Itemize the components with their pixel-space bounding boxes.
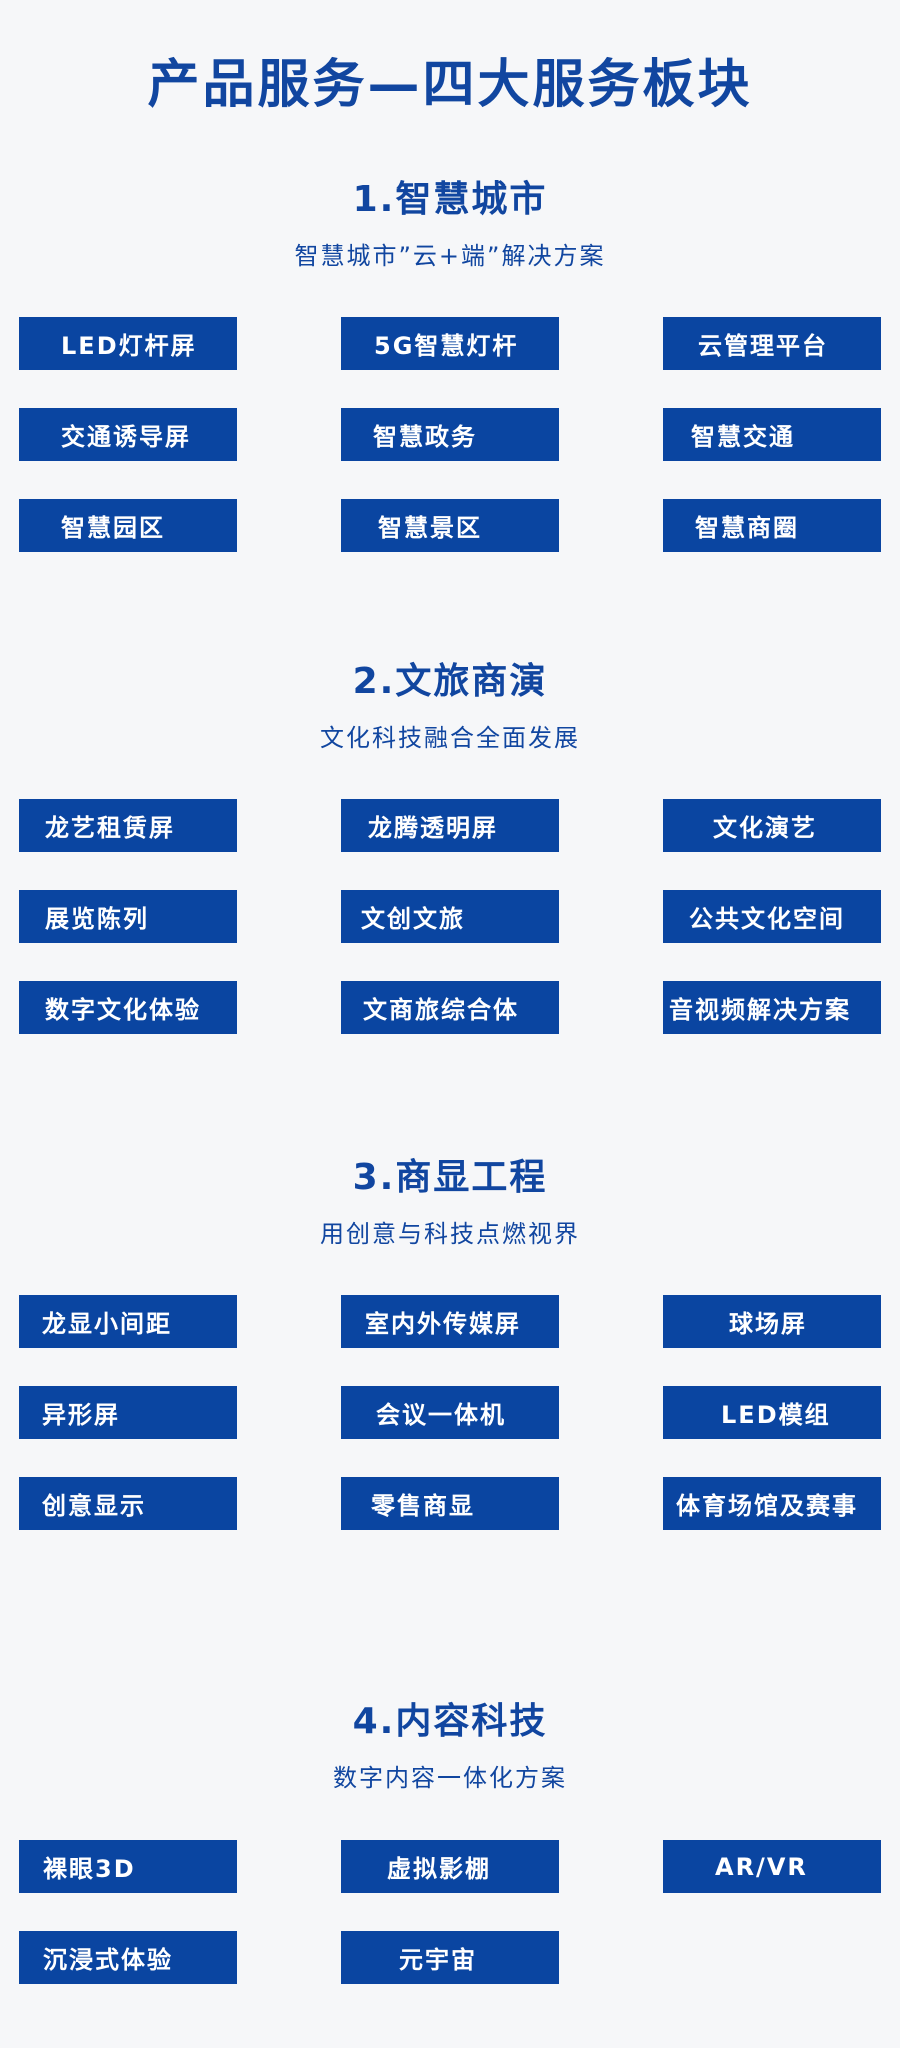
service-button[interactable]: 龙艺租赁屏 — [19, 799, 237, 852]
service-button[interactable]: LED模组 — [663, 1386, 881, 1439]
service-button[interactable]: 龙腾透明屏 — [341, 799, 559, 852]
service-button[interactable]: 元宇宙 — [341, 1931, 559, 1984]
service-button[interactable]: 智慧园区 — [19, 499, 237, 552]
service-button[interactable]: 云管理平台 — [663, 317, 881, 370]
section-subtitle: 文化科技融合全面发展 — [320, 724, 580, 752]
service-button[interactable]: 数字文化体验 — [19, 981, 237, 1034]
service-button[interactable]: 文商旅综合体 — [341, 981, 559, 1034]
service-button[interactable]: 虚拟影棚 — [341, 1840, 559, 1893]
service-button[interactable]: AR/VR — [663, 1840, 881, 1893]
service-button[interactable]: 交通诱导屏 — [19, 408, 237, 461]
section-title: 3.商显工程 — [352, 1157, 548, 1198]
section-subtitle: 智慧城市”云+端”解决方案 — [294, 242, 606, 270]
service-button[interactable]: 沉浸式体验 — [19, 1931, 237, 1984]
page-title: 产品服务—四大服务板块 — [147, 55, 753, 115]
service-button[interactable]: 5G智慧灯杆 — [341, 317, 559, 370]
service-button[interactable]: 智慧交通 — [663, 408, 881, 461]
service-button[interactable]: 龙显小间距 — [19, 1295, 237, 1348]
section-title: 4.内容科技 — [352, 1701, 548, 1742]
service-button[interactable]: 智慧商圈 — [663, 499, 881, 552]
section-title: 2.文旅商演 — [352, 661, 548, 702]
service-button[interactable]: 零售商显 — [341, 1477, 559, 1530]
service-button[interactable]: 智慧景区 — [341, 499, 559, 552]
service-button[interactable]: 音视频解决方案 — [663, 981, 881, 1034]
service-button[interactable]: 室内外传媒屏 — [341, 1295, 559, 1348]
service-button[interactable]: 公共文化空间 — [663, 890, 881, 943]
section-title: 1.智慧城市 — [352, 179, 548, 220]
service-button[interactable]: 球场屏 — [663, 1295, 881, 1348]
service-button[interactable]: 文化演艺 — [663, 799, 881, 852]
service-button[interactable]: 会议一体机 — [341, 1386, 559, 1439]
service-button[interactable]: 体育场馆及赛事 — [663, 1477, 881, 1530]
service-button[interactable]: 异形屏 — [19, 1386, 237, 1439]
section-subtitle: 用创意与科技点燃视界 — [320, 1220, 580, 1248]
service-button[interactable]: 文创文旅 — [341, 890, 559, 943]
service-button[interactable]: 展览陈列 — [19, 890, 237, 943]
section-subtitle: 数字内容一体化方案 — [333, 1764, 567, 1792]
service-button[interactable]: 裸眼3D — [19, 1840, 237, 1893]
service-button[interactable]: LED灯杆屏 — [19, 317, 237, 370]
service-button[interactable]: 智慧政务 — [341, 408, 559, 461]
service-button[interactable]: 创意显示 — [19, 1477, 237, 1530]
